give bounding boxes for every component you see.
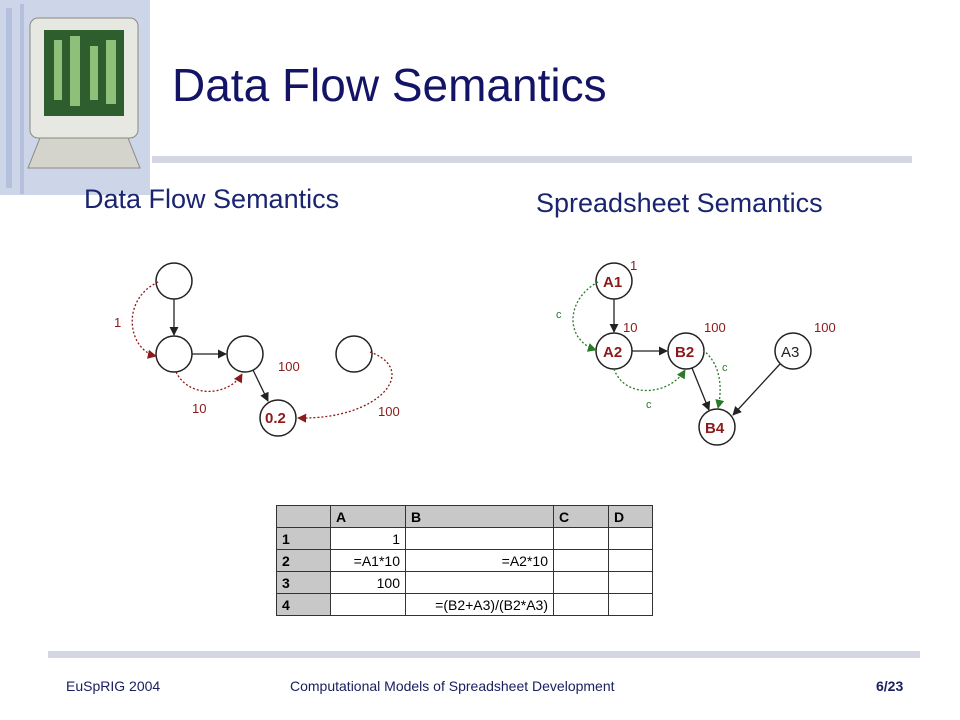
spreadsheet-diagram: A1 A2 B2 A3 B4 1 10 100 100 c c c — [556, 258, 836, 446]
ss-label-b4: B4 — [705, 420, 725, 437]
ss-node-a3 — [774, 332, 812, 370]
cell-b4: =(B2+A3)/(B2*A3) — [405, 593, 554, 616]
table-row: 1 1 — [276, 527, 653, 550]
spreadsheet-table: A B C D 1 1 2 =A1*10 =A2*10 3 100 4 =(B2… — [276, 505, 653, 616]
cell-c1 — [553, 527, 609, 550]
df-value-edge-100 — [297, 351, 393, 423]
df-value-edge-10 — [175, 371, 243, 393]
cell-a1: 1 — [330, 527, 406, 550]
column-header-c: C — [553, 505, 609, 528]
ss-label-a1: A1 — [603, 274, 622, 291]
row-header: 1 — [276, 527, 331, 550]
footer-divider — [48, 651, 920, 658]
monitor-logo — [0, 0, 150, 195]
header-corner — [276, 505, 331, 528]
ss-label-a3: A3 — [781, 344, 799, 361]
ss-edge-a3-b4 — [732, 363, 781, 416]
df-edge-center-to-result — [252, 369, 269, 402]
cell-a3: 100 — [330, 571, 406, 594]
ss-control-edge-b2-b4 — [702, 349, 725, 409]
ss-control-label-1: c — [556, 309, 562, 321]
page-number: 6/23 — [876, 678, 904, 694]
column-header-d: D — [608, 505, 653, 528]
ss-control-edge-a2-b2 — [613, 368, 686, 392]
cell-c4 — [553, 593, 609, 616]
ss-value-100-b2: 100 — [704, 320, 726, 335]
row-header: 3 — [276, 571, 331, 594]
table-header-row: A B C D — [276, 505, 653, 528]
df-result-value: 0.2 — [265, 410, 286, 427]
df-node-mid-center — [226, 335, 264, 373]
cell-d2 — [608, 549, 653, 572]
ss-value-100-a3: 100 — [814, 320, 836, 335]
ss-label-b2: B2 — [675, 344, 694, 361]
df-node-result — [259, 399, 297, 437]
cell-a2: =A1*10 — [330, 549, 406, 572]
cell-d1 — [608, 527, 653, 550]
cell-d4 — [608, 593, 653, 616]
dataflow-diagram: 1 100 10 100 0.2 — [114, 262, 400, 437]
left-heading: Data Flow Semantics — [84, 184, 340, 214]
cell-d3 — [608, 571, 653, 594]
cell-c3 — [553, 571, 609, 594]
ss-control-edge-a1-a2 — [572, 281, 599, 352]
ss-label-a2: A2 — [603, 344, 622, 361]
table-row: 3 100 — [276, 571, 653, 594]
cell-b3 — [405, 571, 554, 594]
ss-node-b4 — [698, 408, 736, 446]
slide-title: Data Flow Semantics — [172, 59, 607, 111]
table-row: 2 =A1*10 =A2*10 — [276, 549, 653, 572]
df-label-100-right: 100 — [378, 404, 400, 419]
right-heading: Spreadsheet Semantics — [536, 188, 823, 218]
df-node-mid-right — [335, 335, 373, 373]
ss-edge-b2-b4 — [691, 367, 711, 411]
df-label-1: 1 — [114, 315, 121, 330]
ss-value-10: 10 — [623, 320, 637, 335]
column-header-b: B — [405, 505, 554, 528]
df-node-top — [155, 262, 193, 300]
row-header: 2 — [276, 549, 331, 572]
title-divider — [152, 156, 912, 163]
df-label-100-center: 100 — [278, 359, 300, 374]
df-node-mid-left — [155, 335, 193, 373]
table-row: 4 =(B2+A3)/(B2*A3) — [276, 593, 653, 616]
cell-c2 — [553, 549, 609, 572]
ss-control-label-2: c — [646, 399, 652, 411]
footer-conference: EuSpRIG 2004 — [66, 678, 161, 694]
footer-talk-title: Computational Models of Spreadsheet Deve… — [290, 678, 615, 694]
cell-b2: =A2*10 — [405, 549, 554, 572]
df-label-10: 10 — [192, 401, 206, 416]
ss-control-label-3: c — [722, 362, 728, 374]
row-header: 4 — [276, 593, 331, 616]
df-value-edge-1 — [131, 281, 159, 359]
cell-b1 — [405, 527, 554, 550]
ss-value-1: 1 — [630, 258, 637, 273]
column-header-a: A — [330, 505, 406, 528]
cell-a4 — [330, 593, 406, 616]
